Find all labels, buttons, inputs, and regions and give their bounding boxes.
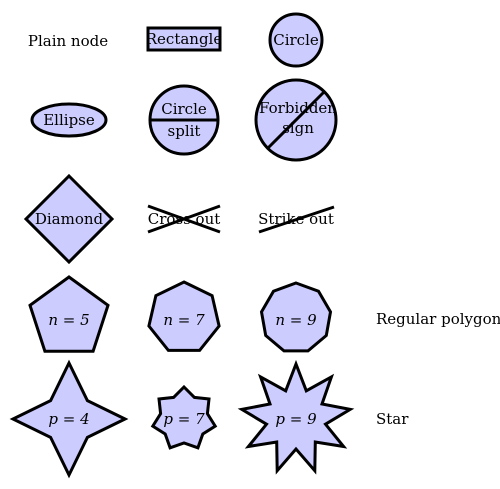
polygon-5-label: n = 5 — [48, 311, 89, 329]
diamond-label: Diamond — [35, 210, 104, 228]
rectangle-label: Rectangle — [146, 30, 223, 48]
regular-polygon-9 — [259, 281, 333, 353]
plain-node-label: Plain node — [28, 32, 108, 50]
star-4-label: p = 4 — [48, 410, 89, 428]
cross-out-line-2 — [147, 204, 221, 234]
strike-out-line — [258, 205, 335, 234]
rectangle-node — [146, 26, 222, 52]
star-9-label: p = 9 — [275, 410, 317, 428]
star-4-points — [9, 359, 129, 479]
forbidden-sign-label-2: sign — [282, 119, 314, 137]
regular-polygon-5 — [28, 275, 110, 353]
ellipse-node — [30, 102, 108, 138]
diamond-node — [23, 173, 115, 265]
ellipse-label: Ellipse — [43, 111, 95, 129]
star-9-points — [237, 359, 355, 475]
regular-polygon-7 — [147, 280, 221, 352]
forbidden-sign-slash — [266, 90, 326, 150]
circle-split-top-label: Circle — [161, 100, 207, 118]
star-7-label: p = 7 — [163, 410, 205, 428]
circle-label: Circle — [273, 31, 319, 49]
regular-polygon-row-label: Regular polygon — [376, 310, 500, 328]
forbidden-sign-label-1: Forbidden — [259, 99, 337, 117]
polygon-9-label: n = 9 — [275, 311, 317, 329]
star-row-label: Star — [376, 410, 409, 428]
star-7-points — [150, 384, 218, 450]
polygon-7-label: n = 7 — [163, 311, 205, 329]
circle-split-bottom-label: split — [168, 122, 201, 140]
circle-node — [268, 12, 324, 68]
